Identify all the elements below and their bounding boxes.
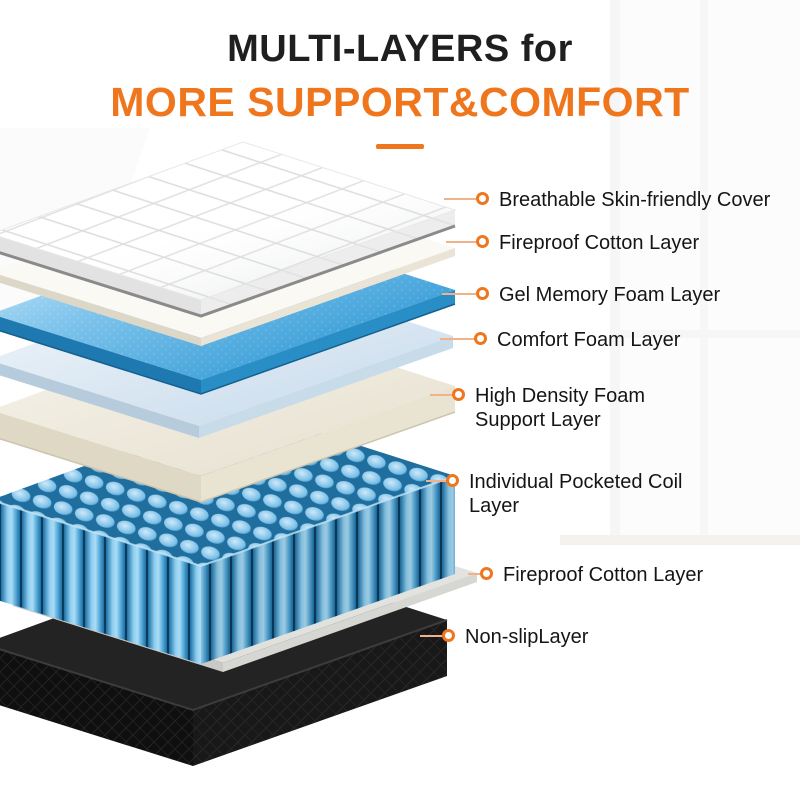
layer-callout-nonslip: Non-slipLayer [420, 625, 588, 649]
callout-dot-icon [476, 287, 489, 300]
callout-dot-icon [476, 235, 489, 248]
layer-label: Fireproof Cotton Layer [503, 564, 704, 586]
layer-callout-fireproof-top: Fireproof Cotton Layer [446, 231, 699, 255]
layer-callout-cover: Breathable Skin-friendly Cover [444, 188, 770, 212]
callout-dot-icon [452, 388, 465, 401]
callout-line [468, 573, 480, 575]
layer-label: Fireproof Cotton Layer [499, 232, 700, 254]
callout-line [426, 480, 446, 482]
layer-label: High Density Foam Support Layer [475, 385, 646, 432]
layer-label: Comfort Foam Layer [497, 329, 681, 351]
callout-dot-icon [480, 567, 493, 580]
callout-line [440, 338, 474, 340]
layer-cover-graphic [0, 141, 457, 318]
layer-label: Breathable Skin-friendly Cover [499, 189, 771, 211]
layer-callout-comfort-foam: Comfort Foam Layer [440, 328, 680, 352]
layer-label: Non-slipLayer [465, 626, 589, 648]
callout-line [442, 293, 476, 295]
callout-line [446, 241, 476, 243]
callout-dot-icon [442, 629, 455, 642]
page-title-line2: MORE SUPPORT&COMFORT [110, 79, 690, 125]
layer-label: Gel Memory Foam Layer [499, 284, 721, 306]
accent-dash [376, 144, 424, 149]
layer-label: Individual Pocketed Coil Layer [469, 471, 683, 518]
layer-callout-gel-foam: Gel Memory Foam Layer [442, 283, 720, 307]
layer-callout-coils: Individual Pocketed Coil Layer [426, 470, 704, 519]
page-title-line1: MULTI-LAYERS for [227, 28, 573, 70]
page-header: MULTI-LAYERS for MORE SUPPORT&COMFORT [0, 28, 800, 149]
layer-callout-hd-foam: High Density Foam Support Layer [430, 384, 660, 433]
callout-line [420, 635, 442, 637]
callout-line [430, 394, 452, 396]
callout-dot-icon [476, 192, 489, 205]
layer-callout-fireproof-bottom: Fireproof Cotton Layer [468, 563, 703, 587]
callout-line [444, 198, 476, 200]
callout-dot-icon [474, 332, 487, 345]
callout-dot-icon [446, 474, 459, 487]
